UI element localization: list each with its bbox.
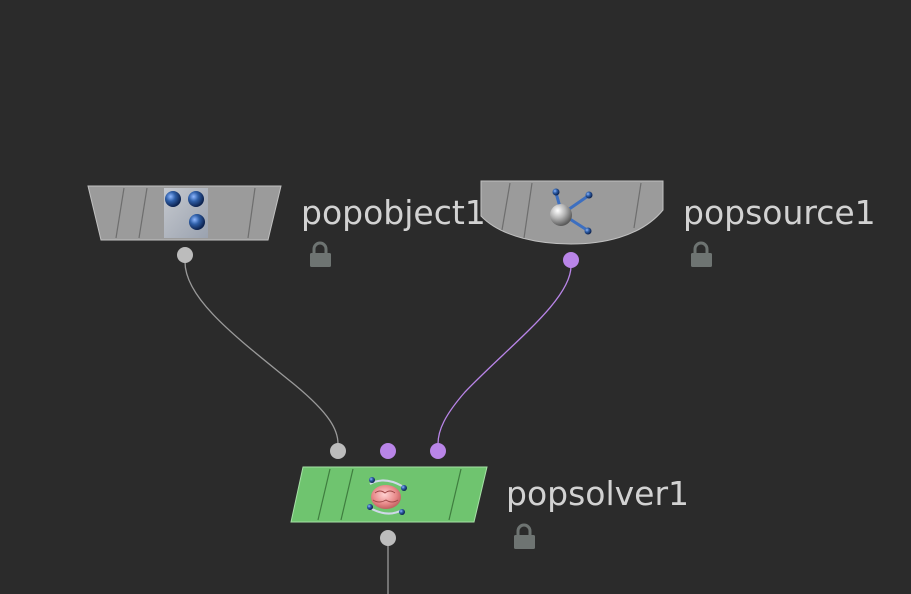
node-popsolver1-input-port-1[interactable] [330,443,346,459]
node-popobject1-label[interactable]: popobject1 [301,193,486,232]
node-popsource1-flag-lines [501,182,642,239]
node-popsource1-label[interactable]: popsource1 [683,193,876,232]
lock-icon[interactable] [514,523,535,549]
node-popsolver1-label[interactable]: popsolver1 [506,474,690,513]
node-popsource1-body[interactable] [480,180,664,245]
node-popsource1[interactable] [480,180,664,268]
wire-popsource-to-popsolver[interactable] [437,265,572,445]
particle-source-icon [550,188,593,235]
node-popsolver1-input-port-3[interactable] [430,443,446,459]
node-popobject1-output-port[interactable] [177,247,193,263]
lock-icon[interactable] [691,241,712,267]
node-popobject1[interactable] [87,185,282,263]
particle-cluster-icon [164,188,208,238]
node-popobject1-flag-lines [115,187,256,239]
lock-icon[interactable] [310,241,331,267]
wire-popobject-to-popsolver[interactable] [184,261,339,445]
node-popsolver1-input-port-2[interactable] [380,443,396,459]
node-popsolver1[interactable] [290,443,488,546]
node-popsolver1-flag-lines [317,468,462,521]
node-popsolver1-output-port[interactable] [380,530,396,546]
node-popsource1-output-port[interactable] [563,252,579,268]
solver-brain-icon [367,477,407,515]
